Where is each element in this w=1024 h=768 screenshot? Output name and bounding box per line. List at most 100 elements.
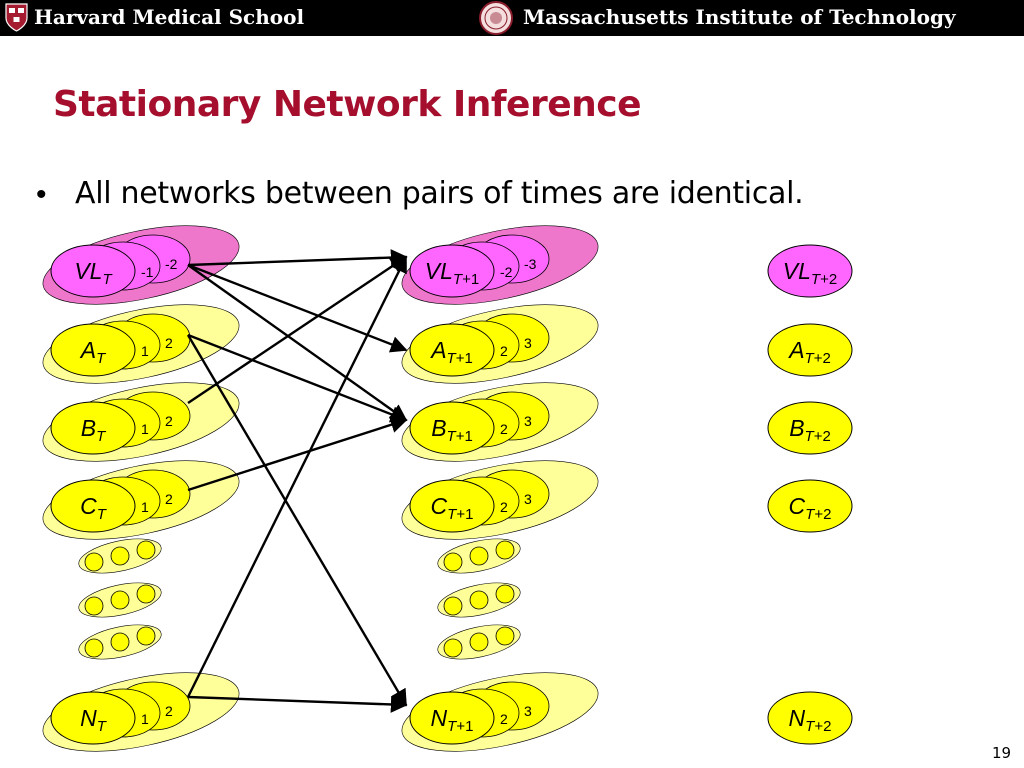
node-n-tplus2: NT+2 bbox=[767, 691, 853, 745]
edge-c-to-b bbox=[187, 416, 408, 492]
node-c-t: CT bbox=[50, 479, 136, 533]
edge-n-to-n bbox=[187, 695, 408, 713]
hidden-gene-circle bbox=[469, 632, 489, 652]
node-ellipse bbox=[409, 479, 495, 533]
hidden-genes-stack-col1-3 bbox=[78, 624, 162, 660]
node-vl-t: VLT bbox=[50, 244, 136, 298]
node-ellipse bbox=[767, 691, 853, 745]
node-label: VLT+2 bbox=[783, 258, 837, 288]
hidden-gene-circle bbox=[110, 632, 130, 652]
ghost-label-2: 2 bbox=[165, 491, 173, 507]
hidden-gene-circle bbox=[469, 590, 489, 610]
node-label: NT bbox=[80, 705, 108, 735]
slide-number: 19 bbox=[992, 744, 1012, 762]
node-label: BT+2 bbox=[789, 415, 831, 445]
node-ellipse bbox=[50, 401, 136, 455]
hidden-gene-circle bbox=[84, 596, 104, 616]
hidden-gene-circle bbox=[136, 584, 156, 604]
node-label: AT+1 bbox=[429, 337, 473, 367]
edge-vl-to-a bbox=[187, 263, 408, 353]
hidden-gene-circle bbox=[136, 626, 156, 646]
ghost-label-2: -3 bbox=[524, 256, 537, 272]
node-a-t: AT bbox=[50, 323, 136, 377]
node-ellipse bbox=[767, 244, 853, 298]
node-label: BT bbox=[81, 415, 107, 445]
ghost-label-1: 2 bbox=[500, 343, 508, 359]
node-label: VLT bbox=[74, 258, 113, 288]
node-b-tplus1: BT+1 bbox=[409, 401, 495, 455]
node-c-tplus2: CT+2 bbox=[767, 479, 853, 533]
ghost-label-2: 2 bbox=[165, 335, 173, 351]
header-right-text: Massachusetts Institute of Technology bbox=[523, 5, 956, 29]
header-left-text: Harvard Medical School bbox=[34, 5, 305, 29]
ghost-label-2: 3 bbox=[524, 491, 532, 507]
slide-title: Stationary Network Inference bbox=[53, 84, 642, 125]
node-ellipse bbox=[50, 323, 136, 377]
node-ellipse bbox=[409, 323, 495, 377]
ghost-label-1: 2 bbox=[500, 421, 508, 437]
node-n-t: NT bbox=[50, 691, 136, 745]
node-b-tplus2: BT+2 bbox=[767, 401, 853, 455]
node-label: CT+2 bbox=[789, 493, 832, 523]
node-ellipse bbox=[767, 401, 853, 455]
edge-vl-to-b bbox=[187, 264, 408, 421]
node-label: BT+1 bbox=[431, 415, 473, 445]
hidden-gene-circle bbox=[443, 552, 463, 572]
ghost-label-2: 2 bbox=[165, 413, 173, 429]
hidden-genes-stack-col1-2 bbox=[78, 582, 162, 618]
hidden-gene-circle bbox=[136, 540, 156, 560]
node-label: NT+2 bbox=[789, 705, 832, 735]
edge-a-to-b bbox=[187, 333, 408, 423]
ghost-label-1: -2 bbox=[500, 264, 513, 280]
hidden-gene-circle bbox=[84, 638, 104, 658]
hidden-gene-circle bbox=[495, 540, 515, 560]
ghost-label-1: 1 bbox=[141, 421, 149, 437]
edge-n-to-vl bbox=[186, 255, 408, 698]
node-ellipse bbox=[50, 479, 136, 533]
node-ellipse bbox=[767, 323, 853, 377]
hidden-gene-circle bbox=[443, 638, 463, 658]
hidden-genes-stack-col1-1 bbox=[78, 538, 162, 574]
ghost-label-2: 3 bbox=[524, 703, 532, 719]
harvard-shield-logo bbox=[5, 3, 28, 32]
hidden-gene-circle bbox=[443, 596, 463, 616]
hidden-genes-stack-col2-2 bbox=[437, 582, 521, 618]
hidden-gene-circle bbox=[495, 626, 515, 646]
ghost-label-2: 3 bbox=[524, 335, 532, 351]
node-b-t: BT bbox=[50, 401, 136, 455]
node-ellipse bbox=[409, 244, 495, 298]
node-label: VLT+1 bbox=[425, 258, 479, 288]
hidden-gene-circle bbox=[469, 546, 489, 566]
edge-b-to-vl bbox=[187, 256, 408, 404]
hidden-gene-circle bbox=[84, 552, 104, 572]
ghost-label-1: 1 bbox=[141, 499, 149, 515]
ghost-label-1: 2 bbox=[500, 499, 508, 515]
node-c-tplus1: CT+1 bbox=[409, 479, 495, 533]
ghost-label-2: 2 bbox=[165, 703, 173, 719]
mit-seal-logo bbox=[479, 1, 513, 35]
ghost-label-1: 1 bbox=[141, 711, 149, 727]
node-a-tplus1: AT+1 bbox=[409, 323, 495, 377]
ghost-label-1: 1 bbox=[141, 343, 149, 359]
node-n-tplus1: NT+1 bbox=[409, 691, 495, 745]
node-label: NT+1 bbox=[431, 705, 474, 735]
bullet-marker: • bbox=[36, 178, 47, 211]
node-ellipse bbox=[409, 401, 495, 455]
node-vl-tplus2: VLT+2 bbox=[767, 244, 853, 298]
hidden-gene-circle bbox=[110, 546, 130, 566]
node-label: CT+1 bbox=[431, 493, 474, 523]
node-ellipse bbox=[50, 244, 136, 298]
ghost-label-1: -1 bbox=[141, 264, 154, 280]
node-ellipse bbox=[409, 691, 495, 745]
edge-a-to-n bbox=[186, 334, 408, 707]
ghost-label-2: -2 bbox=[165, 256, 178, 272]
node-ellipse bbox=[50, 691, 136, 745]
bullet-text: All networks between pairs of times are … bbox=[75, 176, 804, 211]
header-bar: Harvard Medical School Massachusetts Ins… bbox=[0, 0, 1024, 36]
hidden-genes-stack-col2-1 bbox=[437, 538, 521, 574]
node-ellipse bbox=[767, 479, 853, 533]
hidden-gene-circle bbox=[110, 590, 130, 610]
node-label: AT+2 bbox=[787, 337, 831, 367]
ghost-label-1: 2 bbox=[500, 711, 508, 727]
